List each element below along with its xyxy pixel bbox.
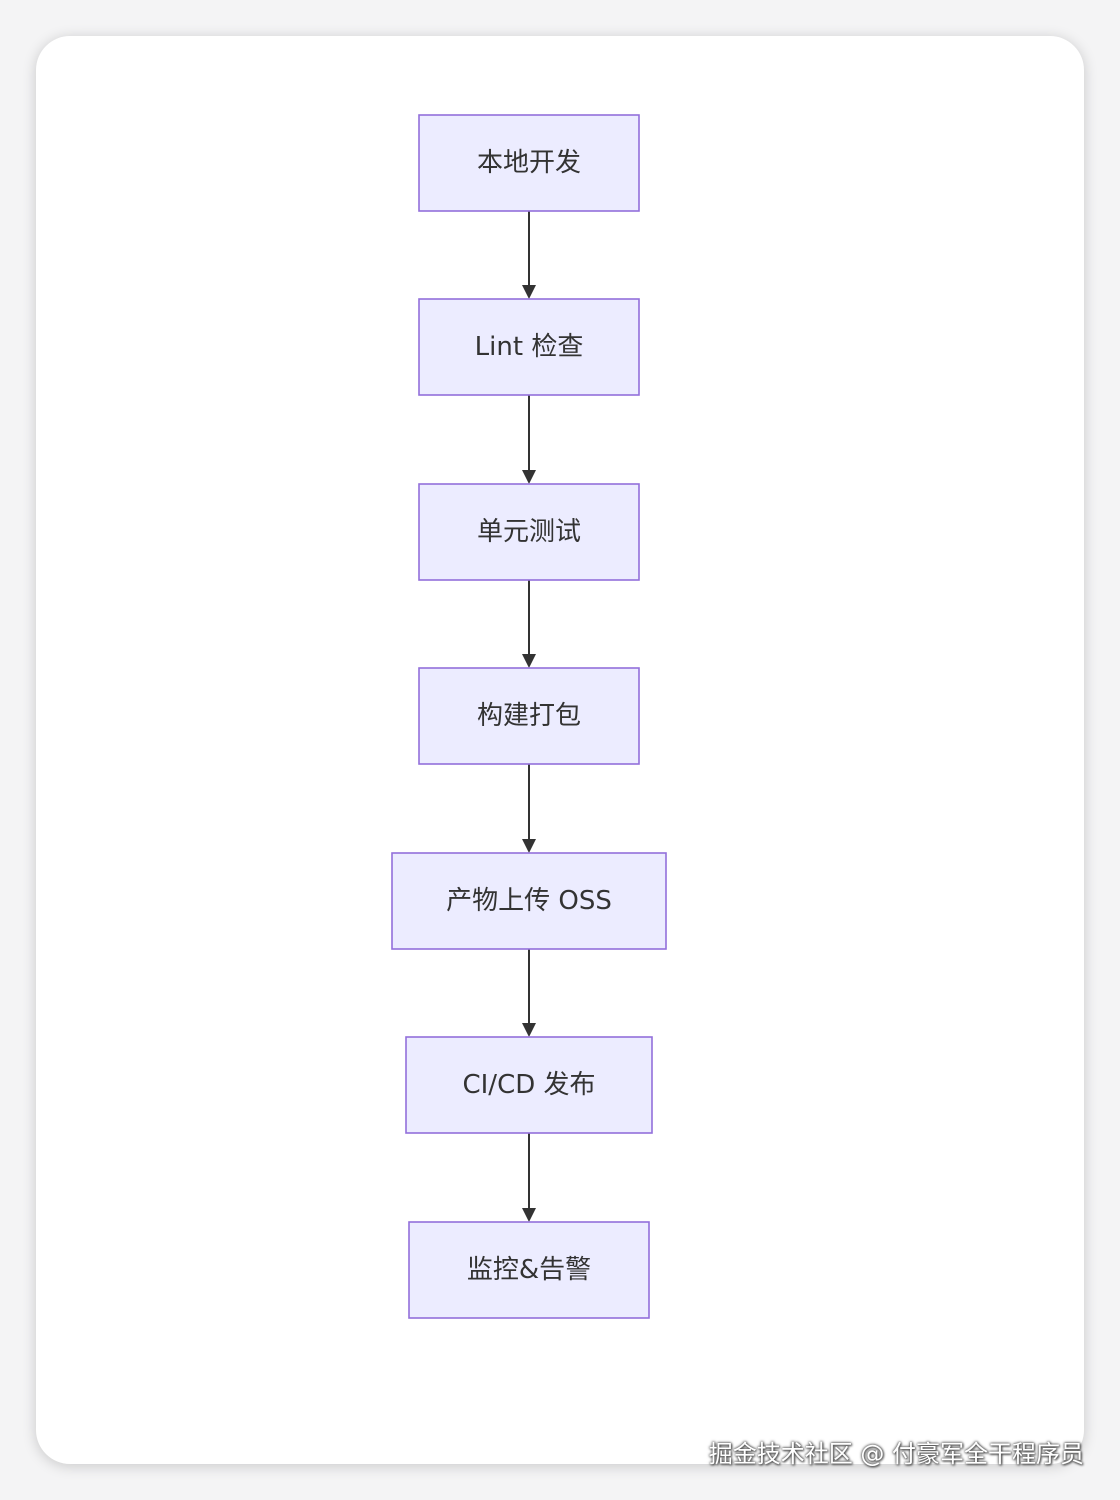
node-label: 单元测试: [477, 517, 581, 547]
arrow-head-icon: [522, 470, 536, 484]
node-box: [418, 483, 640, 581]
arrow-head-icon: [522, 1023, 536, 1037]
node-label: CI/CD 发布: [462, 1070, 595, 1100]
watermark: 掘金技术社区 @ 付豪军全干程序员: [708, 1440, 1084, 1468]
arrow-head-icon: [522, 654, 536, 668]
node-box: [418, 298, 640, 396]
flow-edge-cicd-release-to-monitor-alert: [522, 1133, 536, 1222]
flow-node-monitor-alert: 监控&告警: [408, 1221, 650, 1319]
node-label: 监控&告警: [467, 1255, 591, 1285]
node-label: 产物上传 OSS: [446, 886, 612, 916]
arrow-head-icon: [522, 285, 536, 299]
node-label: Lint 检查: [475, 332, 584, 362]
flow-edge-unit-test-to-build-package: [522, 580, 536, 668]
node-box: [418, 667, 640, 765]
flow-edge-upload-oss-to-cicd-release: [522, 949, 536, 1037]
node-box: [408, 1221, 650, 1319]
flow-node-cicd-release: CI/CD 发布: [405, 1036, 653, 1134]
node-label: 构建打包: [477, 701, 581, 731]
arrow-head-icon: [522, 839, 536, 853]
node-box: [391, 852, 667, 950]
flow-node-unit-test: 单元测试: [418, 483, 640, 581]
flow-edge-local-dev-to-lint-check: [522, 211, 536, 299]
node-label: 本地开发: [477, 148, 581, 178]
node-box: [418, 114, 640, 212]
arrow-head-icon: [522, 1208, 536, 1222]
flow-edge-build-package-to-upload-oss: [522, 764, 536, 853]
flow-node-upload-oss: 产物上传 OSS: [391, 852, 667, 950]
flow-node-build-package: 构建打包: [418, 667, 640, 765]
flow-edge-lint-check-to-unit-test: [522, 395, 536, 484]
node-box: [405, 1036, 653, 1134]
edges-layer: [522, 211, 536, 1222]
flow-node-local-dev: 本地开发: [418, 114, 640, 212]
flow-node-lint-check: Lint 检查: [418, 298, 640, 396]
